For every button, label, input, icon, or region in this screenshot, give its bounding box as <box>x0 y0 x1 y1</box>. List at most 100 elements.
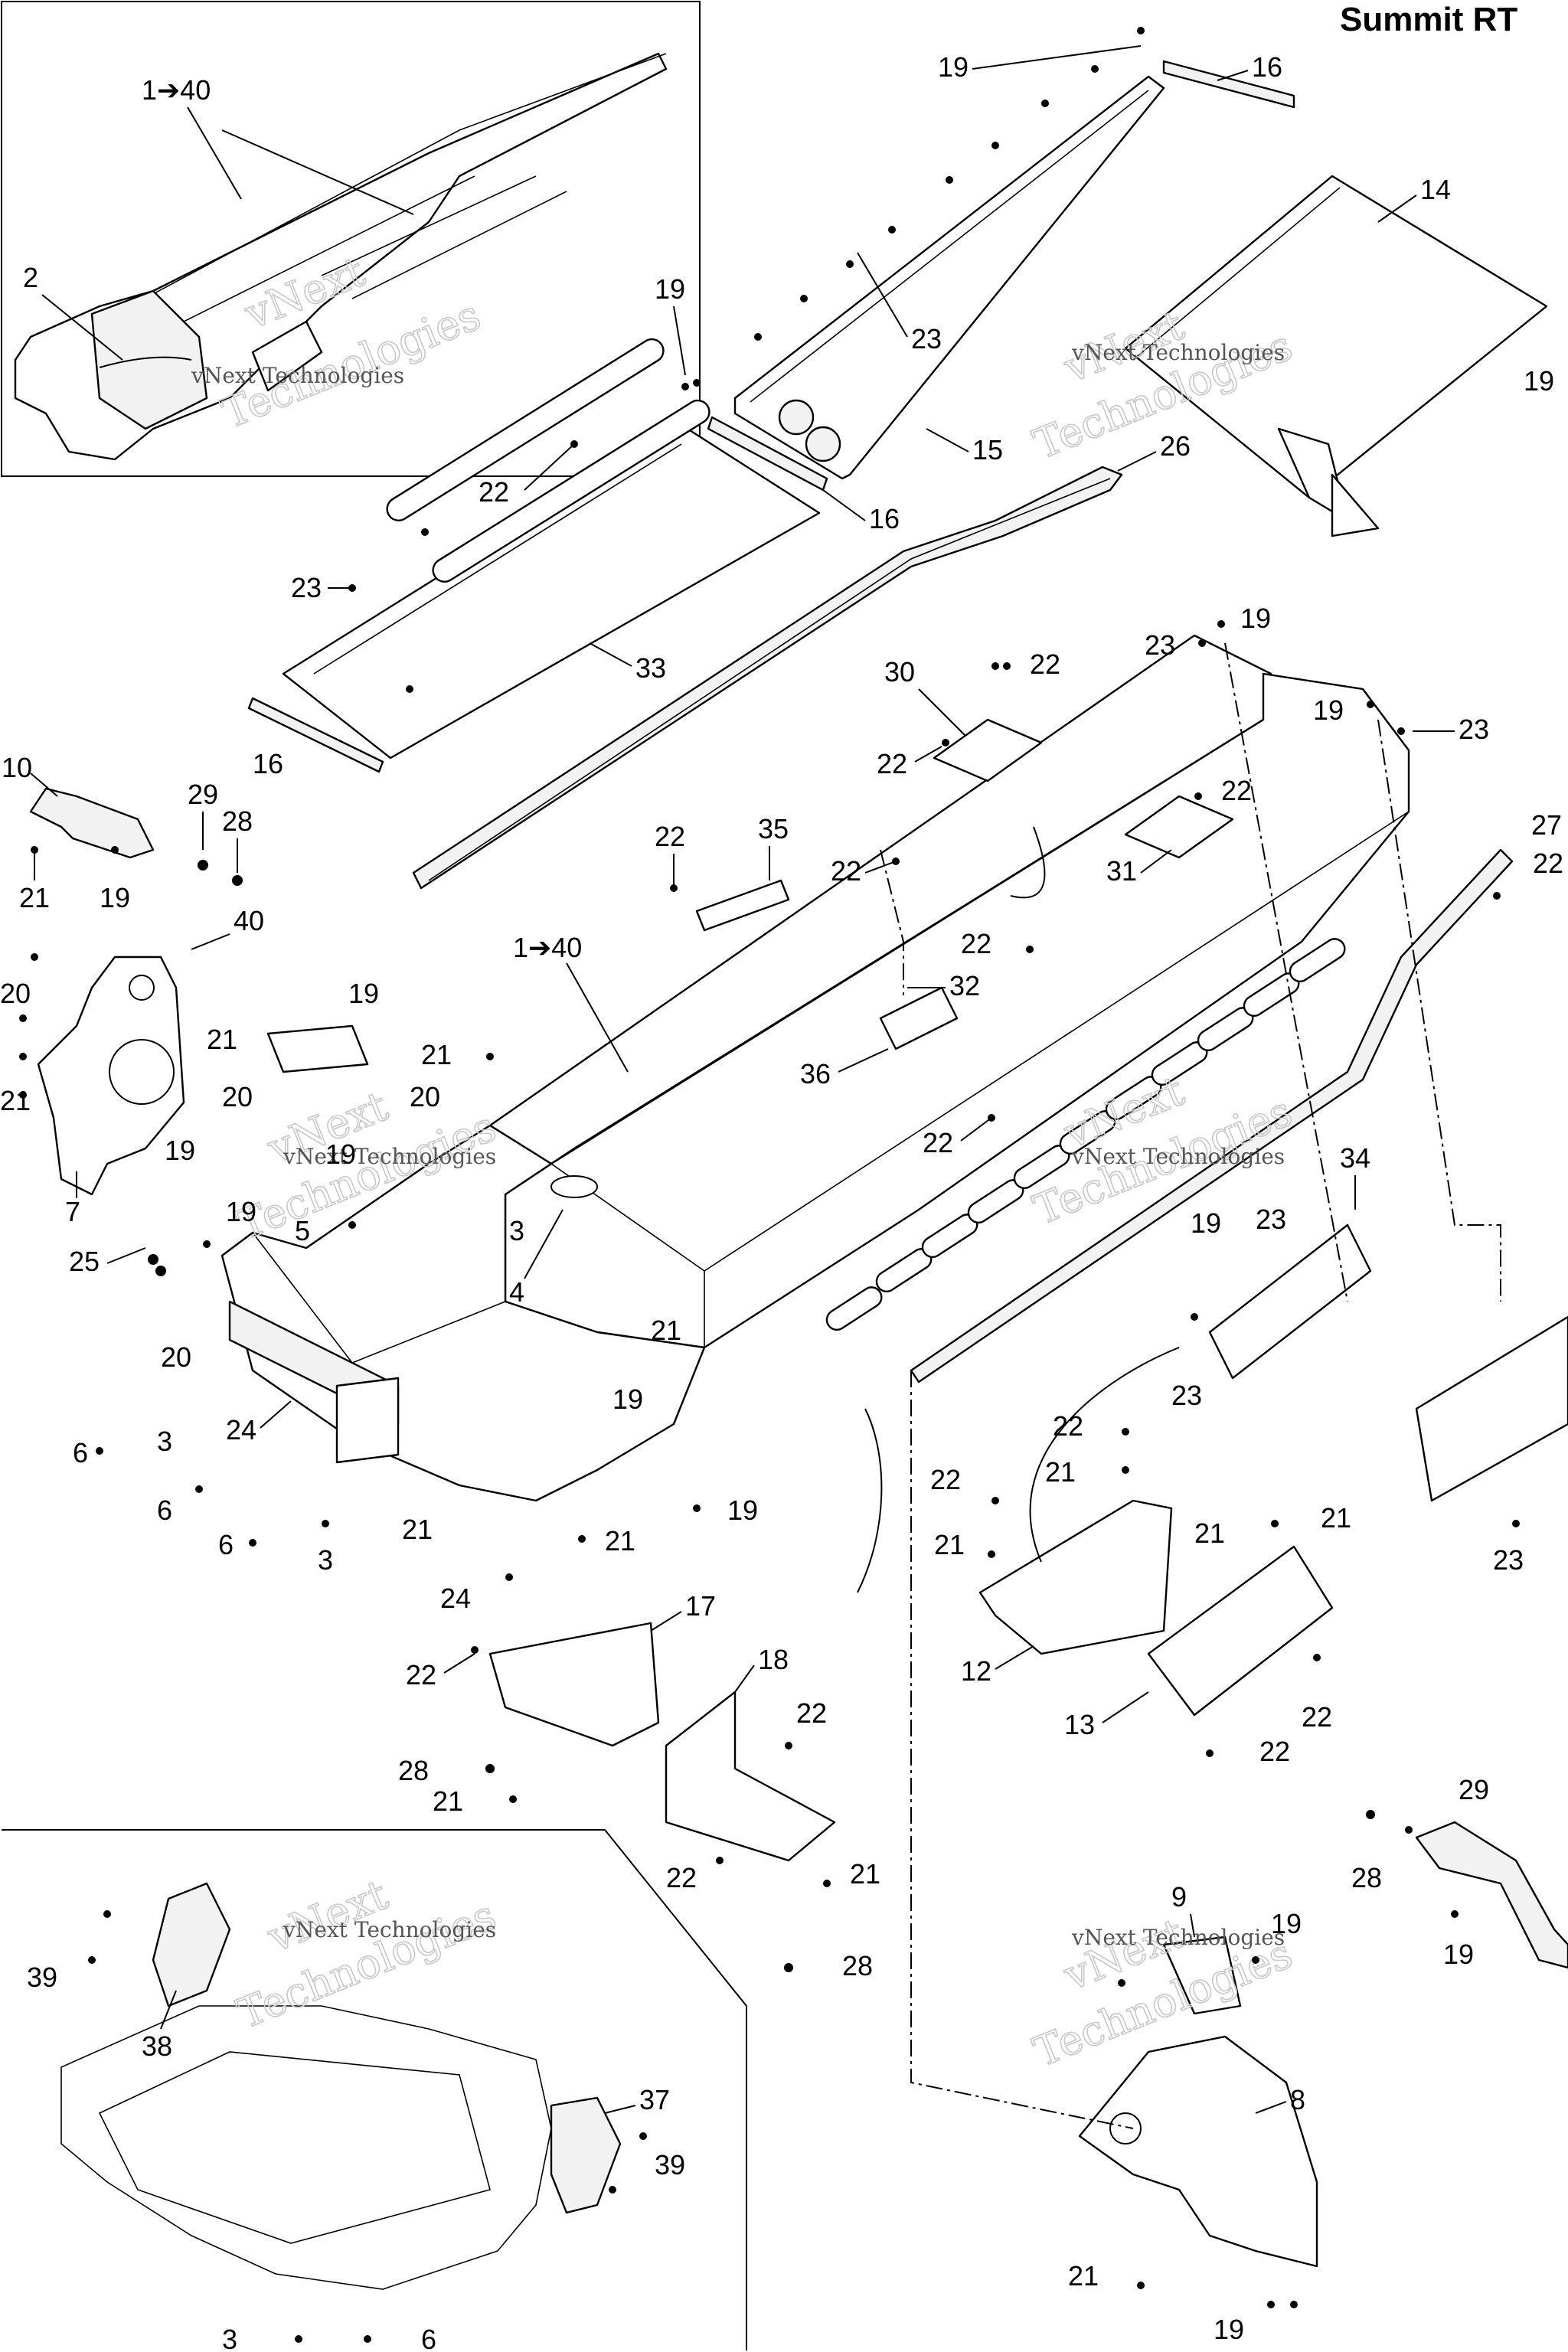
callout-3: 3 <box>222 2324 237 2352</box>
svg-text:vNext Technologies: vNext Technologies <box>191 363 404 388</box>
bracket-35 <box>695 879 790 932</box>
callout-28: 28 <box>1351 1862 1382 1893</box>
callout-16: 16 <box>253 748 283 779</box>
callout-22: 22 <box>1259 1736 1290 1767</box>
callout-19: 19 <box>1524 365 1554 397</box>
callout-28: 28 <box>222 805 253 837</box>
callout-21: 21 <box>605 1525 635 1557</box>
callout-2: 2 <box>23 262 38 293</box>
callout-22: 22 <box>796 1697 827 1729</box>
callout-21: 21 <box>433 1785 463 1817</box>
fasteners <box>19 27 1520 2343</box>
callout-22: 22 <box>1302 1701 1332 1733</box>
callout-22: 22 <box>666 1862 697 1893</box>
callout-6: 6 <box>218 1529 234 1560</box>
callout-19: 19 <box>1313 694 1344 726</box>
callout-21: 21 <box>0 1085 31 1116</box>
callout-22: 22 <box>1221 775 1252 806</box>
callout-14: 14 <box>1420 174 1451 205</box>
callout-21: 21 <box>1194 1517 1225 1549</box>
callout-22: 22 <box>479 476 509 508</box>
callout-6: 6 <box>73 1437 88 1468</box>
cover-8 <box>1078 2035 1318 2268</box>
bracket-17 <box>488 1622 660 1747</box>
callout-23: 23 <box>1459 714 1489 745</box>
callout-34: 34 <box>1340 1142 1370 1174</box>
callout-21: 21 <box>402 1514 433 1545</box>
dashed-link <box>1377 719 1501 1302</box>
svg-text:vNext Technologies: vNext Technologies <box>1071 340 1285 365</box>
panel-14 <box>1124 175 1548 537</box>
bracket-13 <box>1147 1545 1334 1717</box>
panel-15 <box>733 75 1165 480</box>
callout-19: 19 <box>655 273 685 305</box>
curve-leader <box>1010 826 1046 899</box>
callout-23: 23 <box>911 323 942 354</box>
callout-22: 22 <box>877 748 907 779</box>
leader <box>187 106 242 200</box>
callout-21: 21 <box>421 1039 452 1070</box>
callout-20: 20 <box>222 1081 253 1112</box>
callout-40: 40 <box>234 905 264 936</box>
callout-22: 22 <box>1030 648 1060 680</box>
callout-8: 8 <box>1290 2084 1305 2115</box>
callout-19: 19 <box>100 882 130 913</box>
svg-text:vNext Technologies: vNext Technologies <box>1071 1144 1285 1169</box>
callout-1-40: 1➔40 <box>513 932 582 963</box>
strip-16-top <box>1162 60 1295 109</box>
callout-30: 30 <box>884 656 915 688</box>
callout-23: 23 <box>1145 629 1175 661</box>
callout-19: 19 <box>1214 2314 1244 2345</box>
callout-19: 19 <box>1271 1908 1302 1939</box>
callout-21: 21 <box>1045 1456 1076 1488</box>
callout-21: 21 <box>207 1024 237 1055</box>
bracket-36 <box>879 986 959 1050</box>
callout-17: 17 <box>685 1590 716 1622</box>
callout-26: 26 <box>1160 430 1191 462</box>
callout-19: 19 <box>1240 603 1271 634</box>
dashed-link <box>910 1370 1134 2129</box>
callout-31: 31 <box>1106 855 1137 887</box>
callout-22: 22 <box>1533 848 1563 879</box>
callout-16: 16 <box>869 503 900 534</box>
callout-37: 37 <box>639 2084 670 2115</box>
callout-20: 20 <box>410 1081 440 1112</box>
callout-28: 28 <box>398 1755 429 1786</box>
callout-19: 19 <box>1191 1207 1221 1239</box>
callout-25: 25 <box>69 1246 100 1277</box>
callout-16: 16 <box>1252 51 1282 83</box>
curve-leader <box>1029 1347 1180 1563</box>
callout-3: 3 <box>509 1215 524 1246</box>
callout-23: 23 <box>1256 1204 1286 1235</box>
callout-21: 21 <box>850 1858 880 1890</box>
dashed-link <box>1224 642 1348 1302</box>
panel-33 <box>282 338 821 760</box>
handle-10 <box>29 787 155 859</box>
diagram-title: Summit RT <box>1340 1 1517 38</box>
callout-1-40: 1➔40 <box>142 74 211 106</box>
callout-19: 19 <box>1443 1939 1474 1970</box>
callout-6: 6 <box>157 1494 172 1526</box>
callout-22: 22 <box>923 1127 953 1158</box>
inset-overview-frame <box>1 1 701 477</box>
callout-22: 22 <box>406 1659 436 1690</box>
callout-35: 35 <box>758 813 789 844</box>
callout-19: 19 <box>325 1138 356 1170</box>
callout-20: 20 <box>161 1341 191 1373</box>
callout-32: 32 <box>949 970 980 1001</box>
callout-10: 10 <box>2 752 32 783</box>
callout-22: 22 <box>930 1464 961 1495</box>
callout-36: 36 <box>800 1058 831 1089</box>
strip-16-left <box>247 697 384 773</box>
callout-19: 19 <box>348 978 379 1009</box>
dashed-link <box>880 849 904 995</box>
callout-39: 39 <box>655 2149 685 2180</box>
callout-20: 20 <box>0 978 31 1009</box>
callout-38: 38 <box>142 2030 172 2062</box>
callout-9: 9 <box>1171 1881 1187 1913</box>
callout-4: 4 <box>509 1276 524 1308</box>
callout-3: 3 <box>157 1426 172 1457</box>
callout-21: 21 <box>1068 2260 1099 2292</box>
callout-28: 28 <box>842 1950 873 1981</box>
